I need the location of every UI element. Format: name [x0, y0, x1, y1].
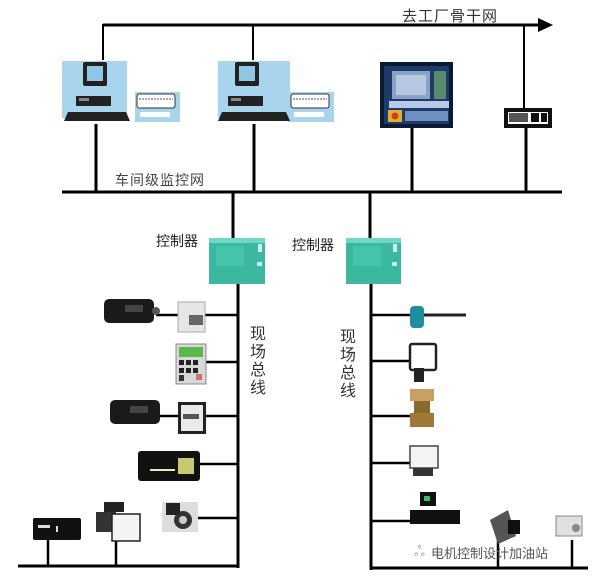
fieldbus-2-label: 现场总线: [337, 328, 356, 400]
workshop-network-line: [62, 124, 562, 240]
workstation-1: [62, 61, 180, 122]
positioner: [409, 445, 439, 476]
control-valve: [410, 389, 434, 427]
watermark: ஃ 电机控制设计加油站: [414, 543, 548, 563]
small-actuator: [555, 515, 583, 537]
camera-device: [96, 502, 141, 542]
workstation-2: [218, 61, 334, 122]
network-device: [504, 108, 552, 128]
actuator-gear: [162, 502, 198, 532]
fieldbus-2-line: [369, 284, 588, 570]
io-module: [138, 451, 200, 481]
workshop-network-label: 车间级监控网: [115, 173, 205, 189]
motor-valve: [490, 510, 520, 544]
drive-1: [177, 301, 206, 333]
controller-1: [209, 238, 265, 284]
fieldbus-1-label: 现场总线: [247, 325, 266, 397]
flow-meter: [410, 492, 460, 524]
watermark-text: 电机控制设计加油站: [430, 547, 548, 562]
backbone-label: 去工厂骨干网: [402, 7, 499, 25]
backbone-line: [102, 18, 553, 108]
servo-motor-2: [110, 400, 160, 424]
controller-2: [346, 238, 401, 284]
temperature-sensor: [410, 306, 466, 328]
pressure-transmitter: [408, 342, 438, 382]
arrow-head-icon: [538, 18, 553, 32]
drive-2: [178, 402, 206, 434]
hmi-panel: [380, 62, 453, 128]
servo-motor-1: [104, 299, 160, 323]
dark-module: [33, 518, 81, 540]
controller-2-label: 控制器: [292, 238, 334, 254]
keypad-terminal: [175, 343, 207, 385]
wechat-icon: ஃ: [414, 543, 425, 560]
controller-1-label: 控制器: [156, 234, 198, 250]
